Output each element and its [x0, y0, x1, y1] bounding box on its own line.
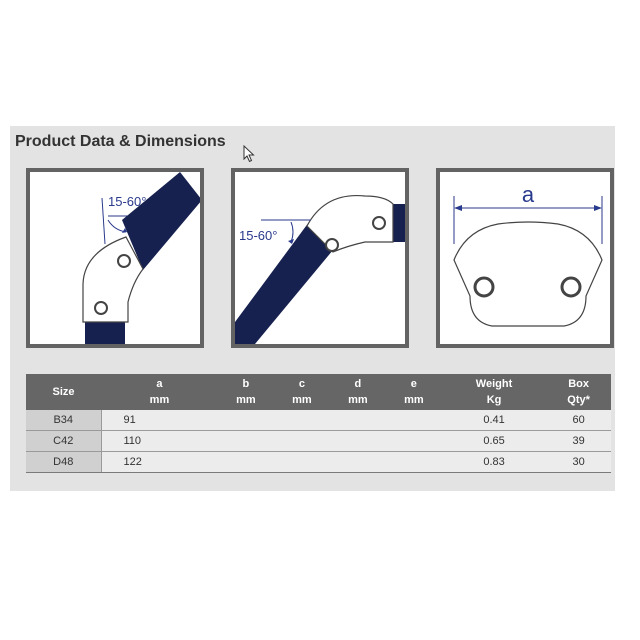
angle-label: 15-60°: [108, 194, 146, 209]
fitting-body: [306, 194, 394, 253]
dimension-arrow-right: [594, 205, 602, 211]
column-header-label: b: [242, 378, 250, 390]
fitting-bolt-upper: [117, 254, 131, 268]
cell-weight: 0.41: [441, 410, 547, 431]
mouse-pointer-icon: [243, 145, 255, 163]
plate-hole-left: [473, 276, 495, 298]
cell-size: C42: [26, 430, 102, 452]
cell-box-qty: 60: [546, 410, 611, 431]
fitting-bolt-right: [372, 216, 386, 230]
column-header-unit: Qty*: [567, 394, 590, 406]
cell-b: [217, 410, 274, 431]
cell-c: [273, 410, 330, 431]
cell-b: [217, 451, 274, 473]
column-header-label: c: [298, 378, 305, 390]
elbow-diagram-angled-up: 15-60°: [26, 168, 204, 348]
elbow-diagram-svg: 15-60°: [82, 172, 200, 344]
cell-a: 122: [101, 451, 218, 473]
cell-a: 91: [101, 410, 218, 431]
section-title: Product Data & Dimensions: [15, 133, 226, 150]
fitting-bolt-lower: [94, 301, 108, 315]
angle-reference-line: [101, 197, 106, 245]
cell-e: [385, 410, 442, 431]
fitting-body: [82, 236, 144, 323]
pipe-upper: [122, 172, 200, 270]
column-header: d mm: [329, 374, 386, 410]
side-plate-dimension-diagram: a: [436, 168, 614, 348]
cell-b: [217, 430, 274, 452]
column-header: a mm: [101, 374, 218, 410]
pipe-right: [393, 204, 405, 242]
angle-label: 15-60°: [239, 228, 277, 243]
column-header-label: Size: [52, 386, 75, 398]
column-header-label: Box: [568, 378, 589, 390]
cell-d: [329, 410, 386, 431]
dimension-arrow-left: [454, 205, 462, 211]
column-header-unit: mm: [149, 394, 170, 406]
plate-outline: [453, 221, 603, 327]
column-header: Size: [26, 374, 101, 410]
elbow-diagram-angled-down: 15-60°: [231, 168, 409, 348]
plate-diagram-svg: a: [453, 182, 603, 327]
cell-e: [385, 430, 442, 452]
cell-size: D48: [26, 451, 102, 473]
cell-e: [385, 451, 442, 473]
cell-box-qty: 30: [546, 451, 611, 473]
cell-weight: 0.65: [441, 430, 547, 452]
column-header: b mm: [217, 374, 274, 410]
column-header: e mm: [385, 374, 442, 410]
angle-arrowhead: [122, 228, 127, 233]
column-header-label: d: [354, 378, 362, 390]
column-header: c mm: [273, 374, 330, 410]
cell-a: 110: [101, 430, 218, 452]
column-header-label: Weight: [475, 378, 513, 390]
column-header-label: a: [156, 378, 163, 390]
column-header-unit: Kg: [486, 394, 502, 406]
cell-weight: 0.83: [441, 451, 547, 473]
cell-c: [273, 430, 330, 452]
elbow-diagram-svg: 15-60°: [235, 194, 405, 344]
cell-d: [329, 430, 386, 452]
plate-hole-right: [560, 276, 582, 298]
dimension-label: a: [522, 182, 535, 207]
cell-size: B34: [26, 410, 102, 431]
column-header-label: e: [410, 378, 417, 390]
product-data-panel: Product Data & Dimensions 15-60°: [10, 126, 615, 491]
cell-c: [273, 451, 330, 473]
pipe-lower: [85, 322, 125, 344]
angle-arc: [290, 221, 294, 243]
fitting-bolt-left: [325, 238, 339, 252]
cell-box-qty: 39: [546, 430, 611, 452]
column-header-unit: mm: [404, 394, 424, 406]
pipe-diagonal: [235, 222, 333, 344]
column-header-unit: mm: [292, 394, 312, 406]
angle-arrowhead: [288, 239, 294, 244]
column-header-unit: mm: [348, 394, 368, 406]
column-header-unit: mm: [236, 394, 256, 406]
cell-d: [329, 451, 386, 473]
